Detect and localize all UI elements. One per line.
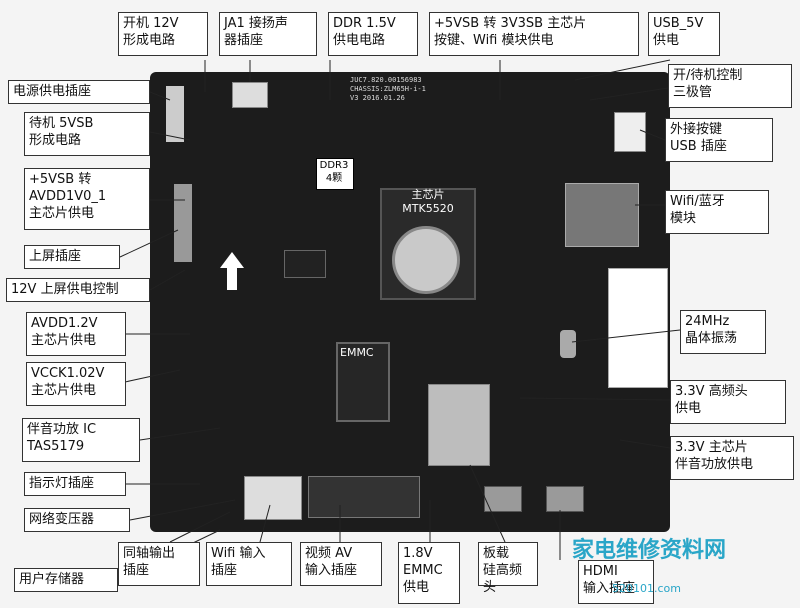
label-screen-socket: 上屏插座 (24, 245, 120, 269)
hdmi-port-2 (546, 486, 584, 512)
label-wifi-in: Wifi 输入 插座 (206, 542, 292, 586)
label-vcck: VCCK1.02V 主芯片供电 (26, 362, 126, 406)
label-sticker (608, 268, 668, 388)
label-ja1: JA1 接扬声 器插座 (219, 12, 317, 56)
emmc-label: EMMC (340, 346, 374, 359)
label-power-socket: 电源供电插座 (8, 80, 150, 104)
usb-connector (614, 112, 646, 152)
label-tuner-33v: 3.3V 高频头 供电 (670, 380, 786, 424)
tuner-shield (428, 384, 490, 466)
label-avdd12: AVDD1.2V 主芯片供电 (26, 312, 126, 356)
label-ext-usb: 外接按键 USB 插座 (665, 118, 773, 162)
main-chip-label: 主芯片 MTK5520 (402, 188, 454, 215)
screen-connector (174, 184, 192, 262)
av-connector (308, 476, 420, 518)
label-vsb-3v3: +5VSB 转 3V3SB 主芯片 按键、Wifi 模块供电 (429, 12, 639, 56)
label-ddr-15v: DDR 1.5V 供电电路 (328, 12, 418, 56)
ddr3-chip (284, 250, 326, 278)
board-silkscreen: JUC7.820.00156983 CHASSIS:ZLM65H-i-1 V3 … (350, 76, 426, 102)
label-screen-12v: 12V 上屏供电控制 (6, 278, 150, 302)
network-transformer (244, 476, 302, 520)
watermark-cn: 家电维修资料网 (572, 538, 727, 563)
ddr3-label: DDR3 4颗 (319, 160, 349, 184)
power-connector (166, 86, 184, 142)
label-net-transformer: 网络变压器 (24, 508, 130, 532)
label-usb-5v: USB_5V 供电 (648, 12, 720, 56)
label-coax: 同轴输出 插座 (118, 542, 200, 586)
label-crystal: 24MHz 晶体振荡 (680, 310, 766, 354)
label-hdmi: HDMI 输入插座 (578, 560, 654, 604)
label-av-in: 视频 AV 输入插座 (300, 542, 382, 586)
label-tuner: 板载 硅高频头 (478, 542, 538, 595)
speaker-connector (232, 82, 268, 108)
wifi-module (565, 183, 639, 247)
crystal (560, 330, 576, 358)
label-standby-triode: 开/待机控制 三极管 (668, 64, 792, 108)
label-audio-ic: 伴音功放 IC TAS5179 (22, 418, 140, 462)
label-audio-33v: 3.3V 主芯片 伴音功放供电 (670, 436, 794, 480)
pcb-board (150, 72, 670, 532)
label-vsb-avdd: +5VSB 转 AVDD1V0_1 主芯片供电 (24, 168, 150, 230)
label-led-socket: 指示灯插座 (24, 472, 126, 496)
label-kaiji-12v: 开机 12V 形成电路 (118, 12, 208, 56)
label-emmc-18v: 1.8V EMMC 供电 (398, 542, 460, 604)
label-standby-5vsb: 待机 5VSB 形成电路 (24, 112, 150, 156)
arrow-icon (220, 252, 244, 268)
emmc-chip (336, 342, 390, 422)
ddr3-tag (316, 158, 354, 190)
arrow-shaft (227, 268, 237, 290)
watermark-url: 520101.com (612, 582, 681, 595)
main-chip-logo (392, 226, 460, 294)
label-user-storage: 用户存储器 (14, 568, 118, 592)
label-wifi-bt: Wifi/蓝牙 模块 (665, 190, 769, 234)
hdmi-port-1 (484, 486, 522, 512)
